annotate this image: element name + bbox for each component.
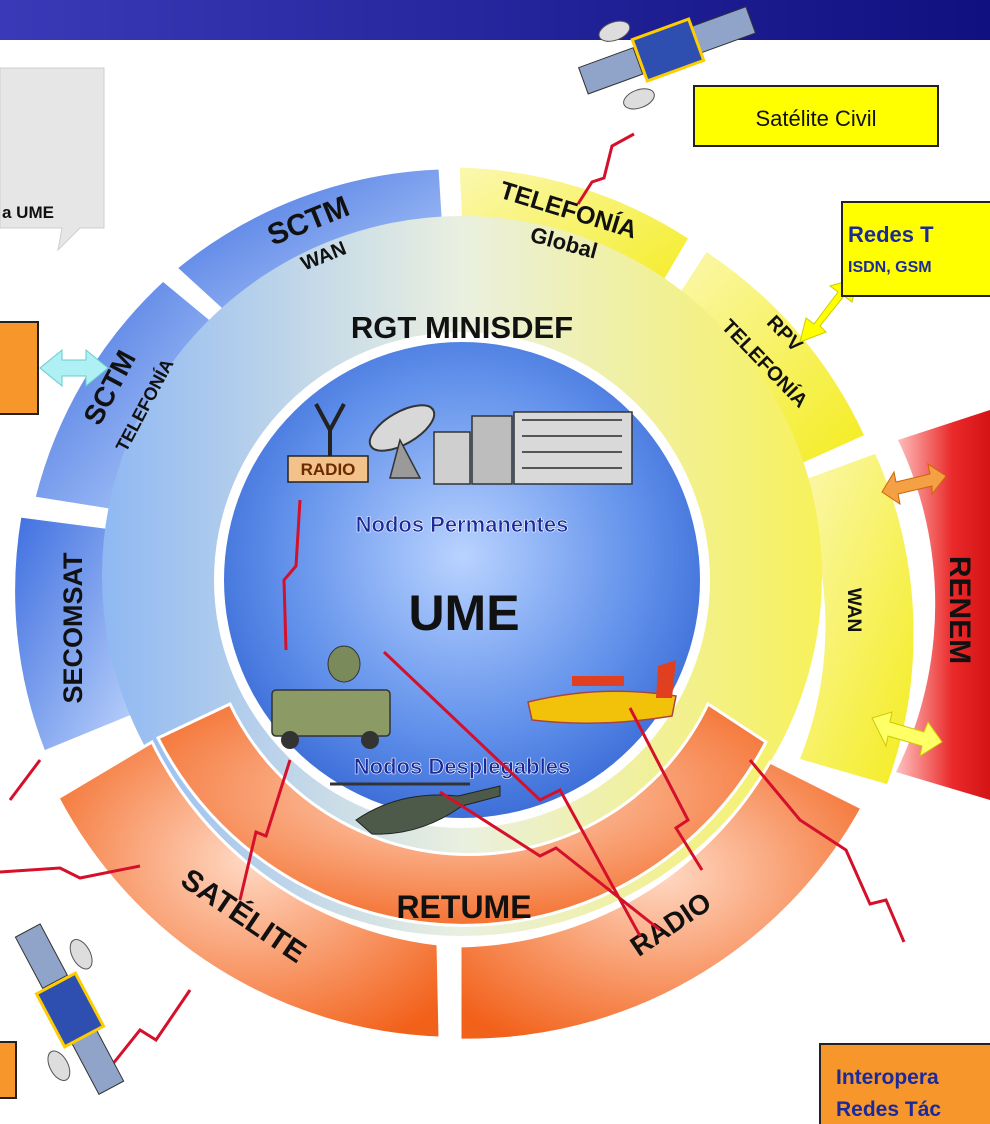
callout-satelite-civil: Satélite Civil (693, 85, 939, 147)
ume-title: UME (408, 585, 519, 641)
radio-tag-text: RADIO (301, 460, 356, 479)
redes-text-2: ISDN, GSM (848, 259, 932, 276)
building-icon (433, 411, 633, 485)
satelite-civil-text: Satélite Civil (755, 106, 876, 131)
wan-label: WAN (843, 588, 864, 632)
arrow-renem-bottom (871, 711, 943, 758)
arrow-renem-top (881, 462, 947, 506)
helicopter-icon (330, 782, 501, 835)
outer-ring (12, 164, 917, 788)
interop-text-2: Redes Tác (836, 1098, 941, 1121)
seaplane-icon (527, 660, 677, 724)
satellite-icon-bottom (14, 923, 125, 1095)
nodos-permanentes-label: Nodos Permanentes (356, 512, 569, 537)
redes-text-1: Redes T (848, 222, 934, 247)
callout-left-orange (0, 321, 39, 415)
military-truck-icon (271, 645, 391, 749)
header-band (0, 0, 990, 40)
retume-ring (155, 701, 768, 927)
nodos-desplegables-label: Nodos Desplegables (354, 754, 570, 779)
renem-block (896, 410, 990, 800)
orange-outer-band (56, 739, 865, 1042)
rgt-minisdef-label: RGT MINISDEF (351, 310, 573, 345)
arrow-left-link (39, 348, 109, 388)
retume-label: RETUME (396, 889, 531, 925)
secomsat-label: SECOMSAT (58, 552, 88, 704)
callout-bottom-left-orange (0, 1041, 17, 1099)
callout-interop: Interopera Redes Tác (819, 1043, 990, 1124)
segment-radio (458, 760, 865, 1042)
radar-dish-icon (368, 404, 436, 479)
note-text: a UME (2, 203, 54, 222)
note-callout: a UME (0, 67, 105, 252)
lightning-link-icon (0, 132, 906, 1081)
segment-satelite (56, 739, 442, 1040)
renem-label: RENEM (943, 556, 976, 664)
satellite-icon (577, 6, 757, 110)
interop-text-1: Interopera (836, 1066, 939, 1089)
callout-redes: Redes T ISDN, GSM (841, 201, 990, 297)
radio-tag (287, 455, 369, 483)
